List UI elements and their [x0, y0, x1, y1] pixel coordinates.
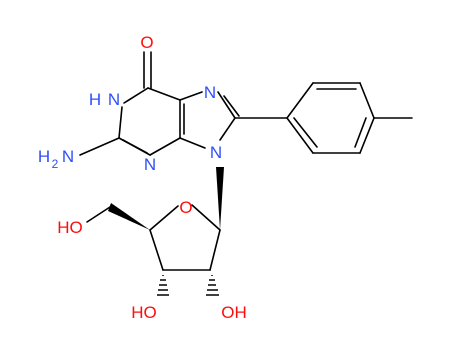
bond [359, 82, 375, 119]
wedges [108, 167, 224, 230]
hashes [157, 275, 219, 296]
bond [149, 229, 164, 271]
bond [179, 91, 203, 101]
atom-labels: O N N N H N H 2 N O HO HO OH [38, 33, 247, 322]
atom-n-imidazole: N [204, 83, 216, 102]
atom-n-glycosidic: N [210, 143, 222, 162]
bond [147, 87, 181, 101]
bond [191, 204, 221, 231]
atom-o-carbonyl: O [140, 33, 153, 52]
atom-ho-ch2: HO [57, 218, 83, 237]
bond [217, 91, 236, 119]
wedge-ch2 [108, 203, 150, 230]
bond [359, 117, 375, 154]
bond [79, 137, 120, 156]
bond [149, 205, 179, 231]
bond [354, 117, 367, 148]
atom-oh-c2: OH [221, 303, 247, 322]
bond [286, 117, 314, 154]
bond [219, 117, 236, 141]
atom-h-amine: H [38, 147, 50, 166]
bond [293, 117, 318, 148]
atom-n-pyrimidine: N [144, 155, 156, 174]
bond [118, 106, 123, 139]
bonds [79, 51, 413, 271]
bond [86, 206, 111, 223]
atom-amine-subscript: 2 [52, 157, 59, 171]
bond [123, 87, 149, 104]
atom-h-nh: H [89, 90, 101, 109]
bond [286, 82, 314, 119]
bond [209, 229, 221, 271]
atom-ho-c3: HO [131, 303, 157, 322]
wedge-glycosidic [216, 167, 224, 230]
bond [122, 139, 148, 154]
bond [149, 137, 181, 156]
atom-n-nh: N [108, 90, 120, 109]
atom-o-ring: O [179, 198, 192, 217]
atom-n-amine: N [62, 147, 74, 166]
bond [223, 95, 240, 117]
bond [179, 137, 206, 149]
